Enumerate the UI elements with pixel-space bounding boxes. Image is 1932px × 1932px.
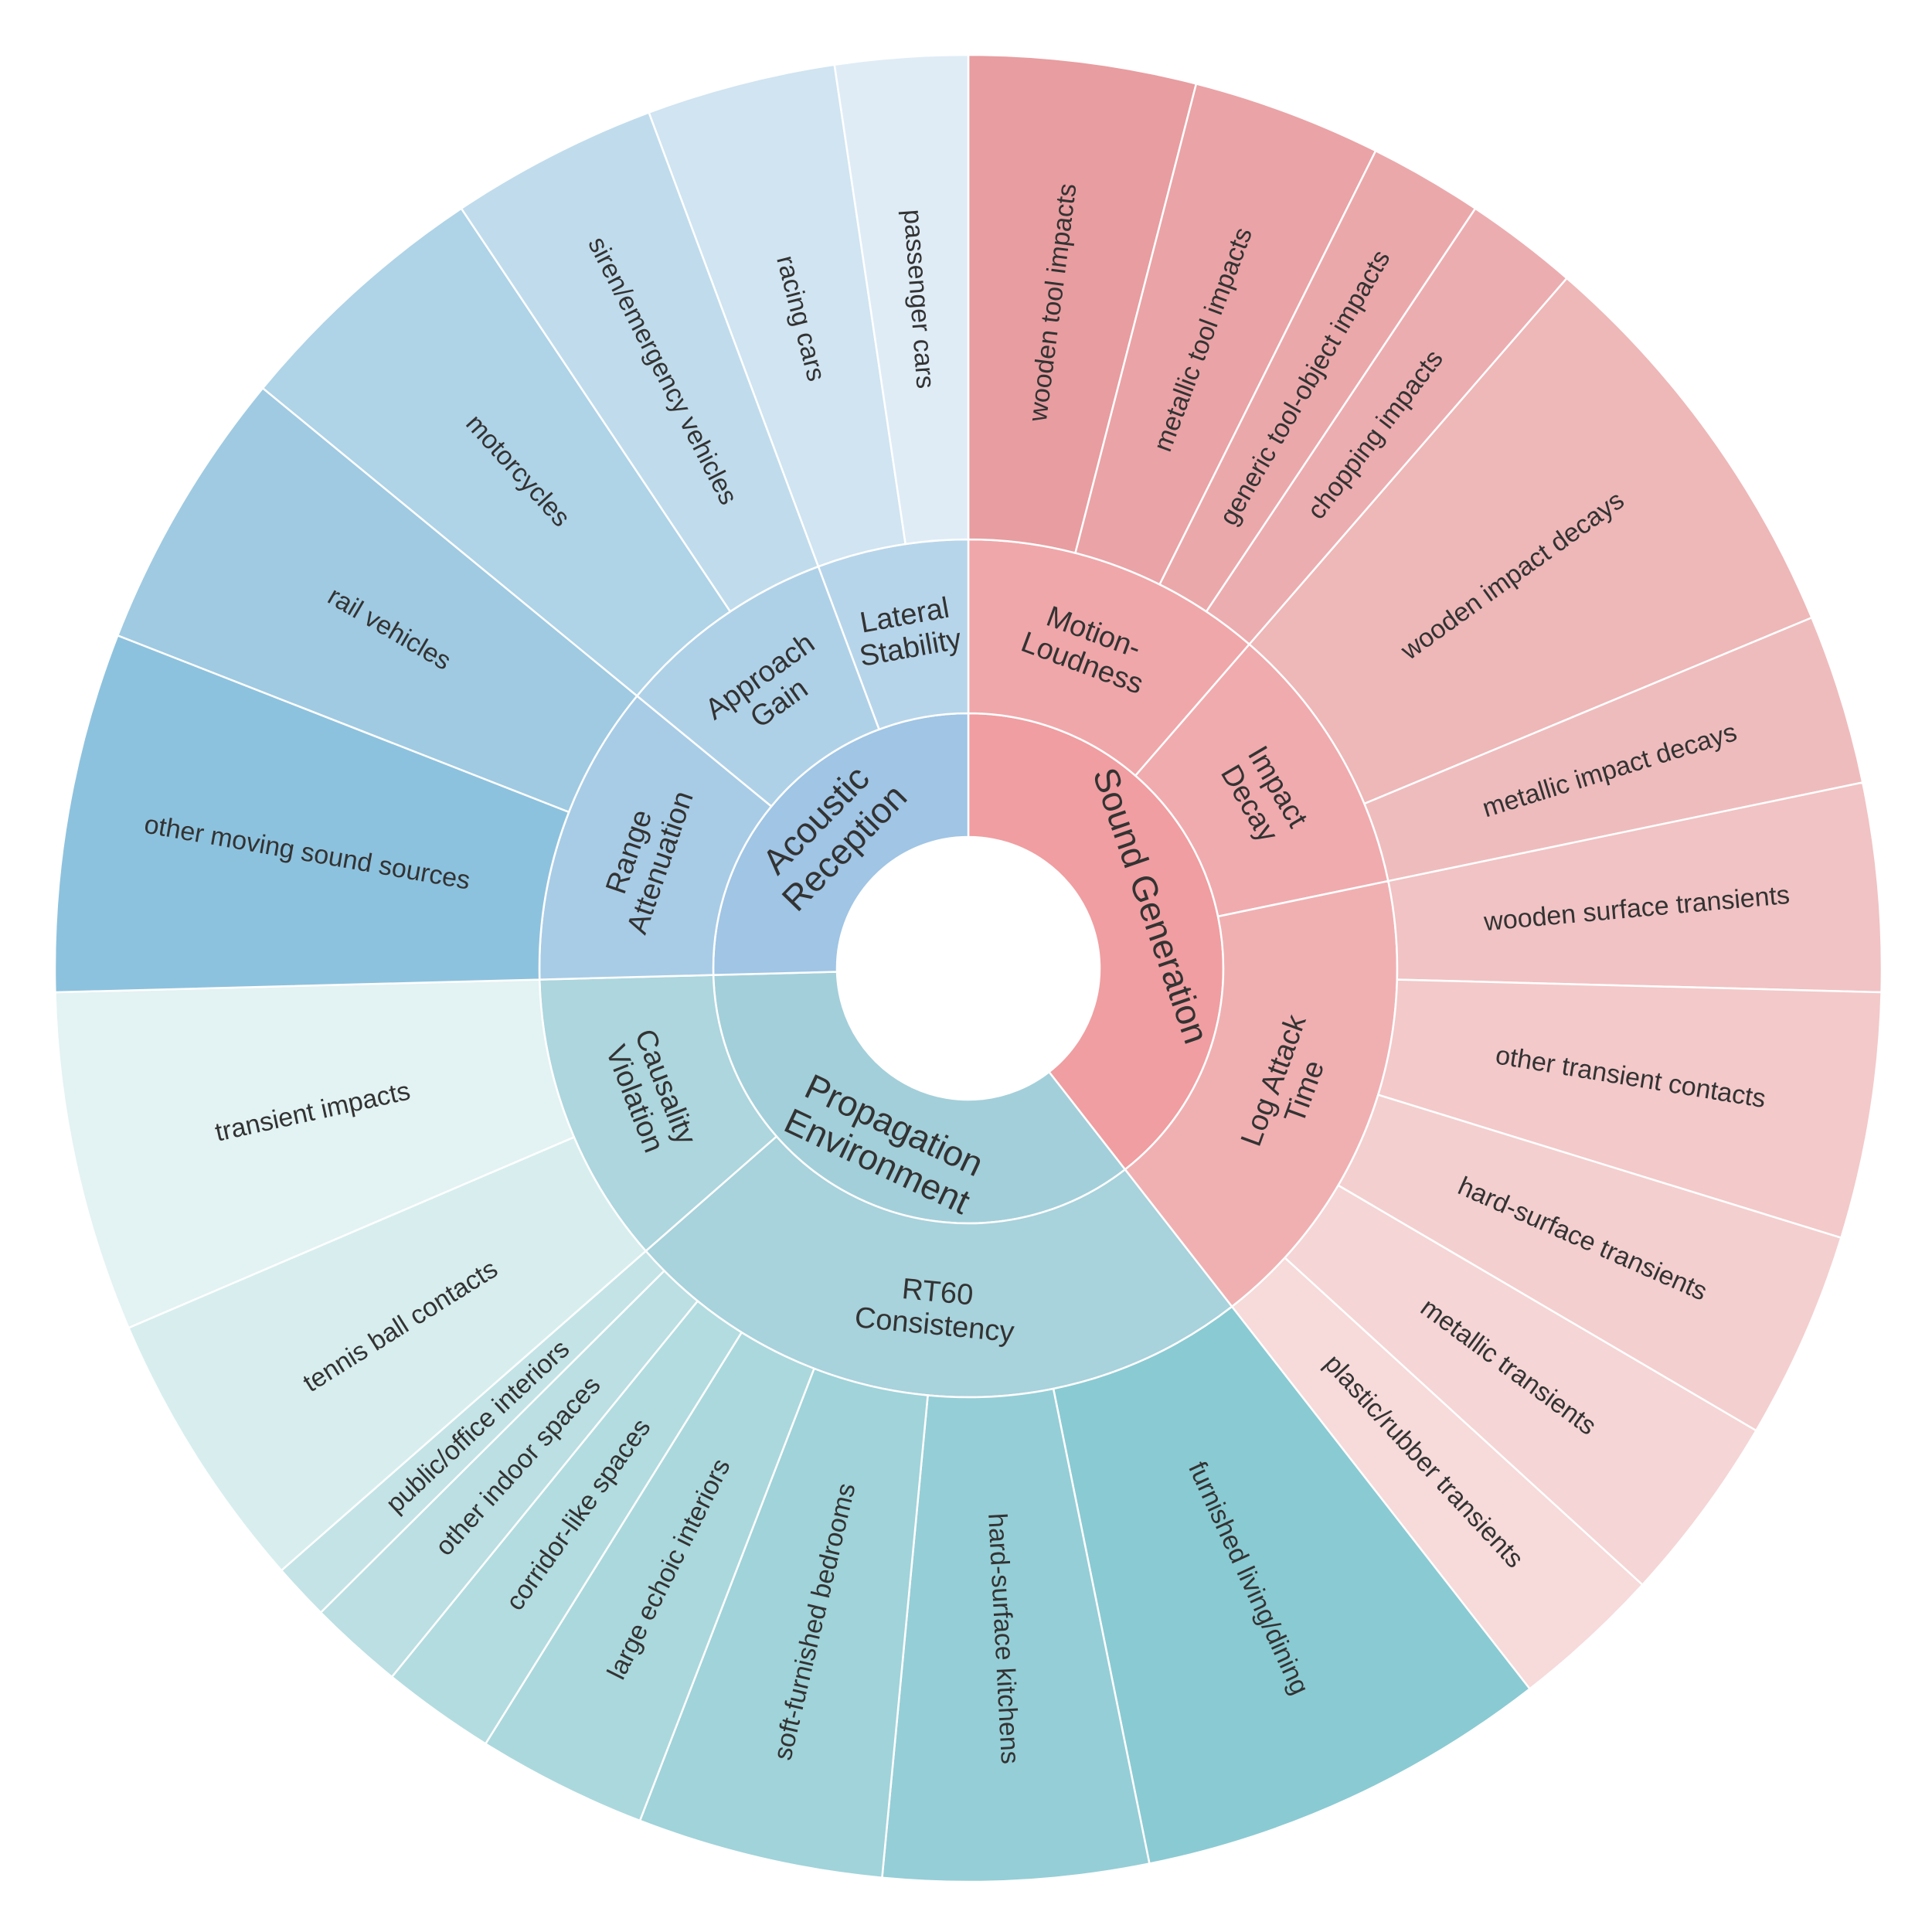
segment-other-moving-sound-sources: [53, 634, 570, 994]
segment-rail-vehicles: [116, 386, 639, 814]
segment-wooden-impact-decays: [1247, 277, 1814, 805]
segment-furnished-living-dining: [1052, 1305, 1532, 1865]
segment-passenger-cars: [833, 53, 970, 546]
segment-transient-impacts: [54, 978, 576, 1329]
segment-tennis-ball-contacts: [127, 1135, 648, 1572]
sunburst-segments: [53, 53, 1883, 1883]
